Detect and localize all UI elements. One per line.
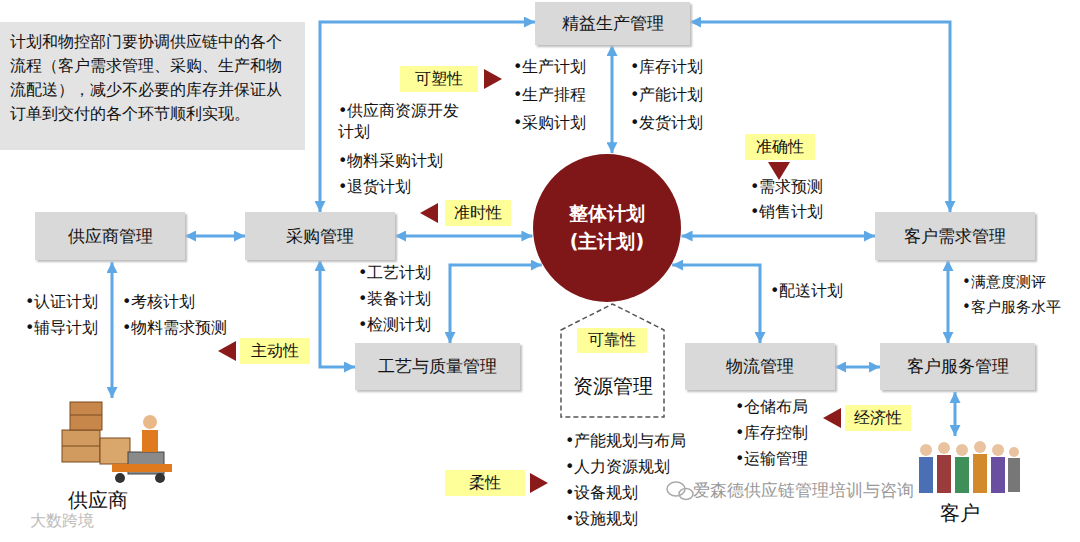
node-label: 柔性	[469, 473, 501, 494]
node-label: 客户服务管理	[907, 355, 1009, 378]
process-box: 采购管理	[245, 212, 395, 260]
node-label: 客户需求管理	[904, 225, 1006, 248]
node-label: 精益生产管理	[562, 12, 664, 35]
pentagon-shape	[561, 304, 664, 417]
flow-connector	[320, 260, 355, 367]
node-label: 可塑性	[415, 69, 463, 90]
plan-item: •库存计划	[630, 57, 703, 78]
supplier-arrow	[111, 262, 114, 398]
node-label: 工艺与质量管理	[378, 355, 497, 378]
plan-item: •工艺计划	[358, 263, 431, 284]
watermark: 大数跨境	[30, 511, 94, 532]
plan-item: •需求预测	[750, 177, 823, 198]
plan-item: •客户服务水平	[962, 298, 1061, 318]
process-box: 客户服务管理	[880, 343, 1035, 390]
plan-item: •运输管理	[735, 449, 808, 470]
plan-item: •生产排程	[513, 85, 586, 106]
node-label: 准时性	[454, 203, 502, 224]
pentagon-outline	[560, 302, 665, 418]
wechat-icon	[667, 482, 693, 500]
plan-item: •供应商资源开发计划	[338, 101, 473, 143]
process-box: 精益生产管理	[535, 2, 690, 45]
plan-item: •销售计划	[750, 202, 823, 223]
resource-shape: 资源管理可靠性	[560, 302, 665, 418]
circle-outline	[532, 153, 682, 303]
customer-illustration	[919, 441, 1020, 493]
attribute-tag: 主动性	[240, 338, 310, 364]
plan-item: •仓储布局	[735, 397, 808, 418]
note-box: 计划和物控部门要协调供应链中的各个流程（客户需求管理、采购、生产和物流配送），减…	[0, 22, 305, 150]
plan-item: •人力资源规划	[565, 457, 670, 478]
flow-connector	[835, 366, 880, 369]
plan-item: •设备规划	[565, 483, 638, 504]
attribute-tag: 准确性	[745, 134, 815, 160]
plan-item: •产能计划	[630, 85, 703, 106]
flow-connector	[395, 235, 532, 238]
attribute-tag: 经济性	[845, 405, 911, 431]
node-label: 准确性	[756, 137, 804, 158]
plan-item: •满意度测评	[962, 273, 1046, 293]
plan-item: •退货计划	[338, 177, 411, 198]
node-label: 资源管理	[573, 373, 653, 400]
plan-item: •检测计划	[358, 315, 431, 336]
customer-arrow	[954, 392, 957, 436]
flow-connector	[682, 235, 875, 238]
party-caption: 供应商	[68, 487, 128, 513]
process-box: 工艺与质量管理	[355, 343, 520, 390]
plan-item: •物料需求预测	[122, 318, 227, 339]
plan-item: •认证计划	[25, 292, 98, 313]
attribute-tag: 可靠性	[577, 328, 647, 353]
process-box: 供应商管理	[35, 212, 185, 260]
plan-item: •辅导计划	[25, 318, 98, 339]
plan-item: •设施规划	[565, 509, 638, 530]
party-caption: 客户	[940, 500, 980, 526]
node-label: 主动性	[251, 341, 299, 362]
plan-item: •生产计划	[513, 57, 586, 78]
plan-circle: 整体计划 (主计划)	[532, 153, 682, 303]
flow-connector	[672, 265, 760, 343]
plan-item: •库存控制	[735, 423, 808, 444]
plan-item: •采购计划	[513, 113, 586, 134]
node-label: 可靠性	[588, 330, 636, 351]
note-text: 计划和物控部门要协调供应链中的各个流程（客户需求管理、采购、生产和物流配送），减…	[10, 30, 297, 126]
attribute-tag: 可塑性	[400, 66, 478, 92]
attribute-tag: 准时性	[445, 200, 511, 226]
node-label: 整体计划 (主计划)	[557, 200, 657, 255]
process-box: 物流管理	[685, 343, 835, 390]
plan-item: •发货计划	[630, 113, 703, 134]
flow-connector	[611, 45, 614, 153]
flow-connector	[450, 265, 542, 343]
node-label: 采购管理	[286, 225, 354, 248]
plan-item: •装备计划	[358, 289, 431, 310]
plan-item: •物料采购计划	[338, 151, 443, 172]
flow-connector	[690, 22, 950, 212]
attribute-tag: 柔性	[445, 470, 525, 496]
watermark: 爱森德供应链管理培训与咨询	[693, 479, 914, 501]
flow-connector	[320, 22, 535, 212]
plan-item: •考核计划	[122, 292, 195, 313]
flow-connector	[185, 235, 245, 238]
circle-fill	[533, 154, 681, 302]
process-box: 客户需求管理	[875, 212, 1035, 260]
node-label: 供应商管理	[68, 225, 153, 248]
plan-item: •产能规划与布局	[565, 431, 686, 452]
node-label: 物流管理	[726, 355, 794, 378]
supplier-illustration	[62, 402, 172, 483]
flow-connector	[947, 260, 950, 343]
node-label: 经济性	[854, 408, 902, 429]
pointer-triangles	[218, 69, 841, 493]
plan-item: •配送计划	[770, 281, 843, 302]
